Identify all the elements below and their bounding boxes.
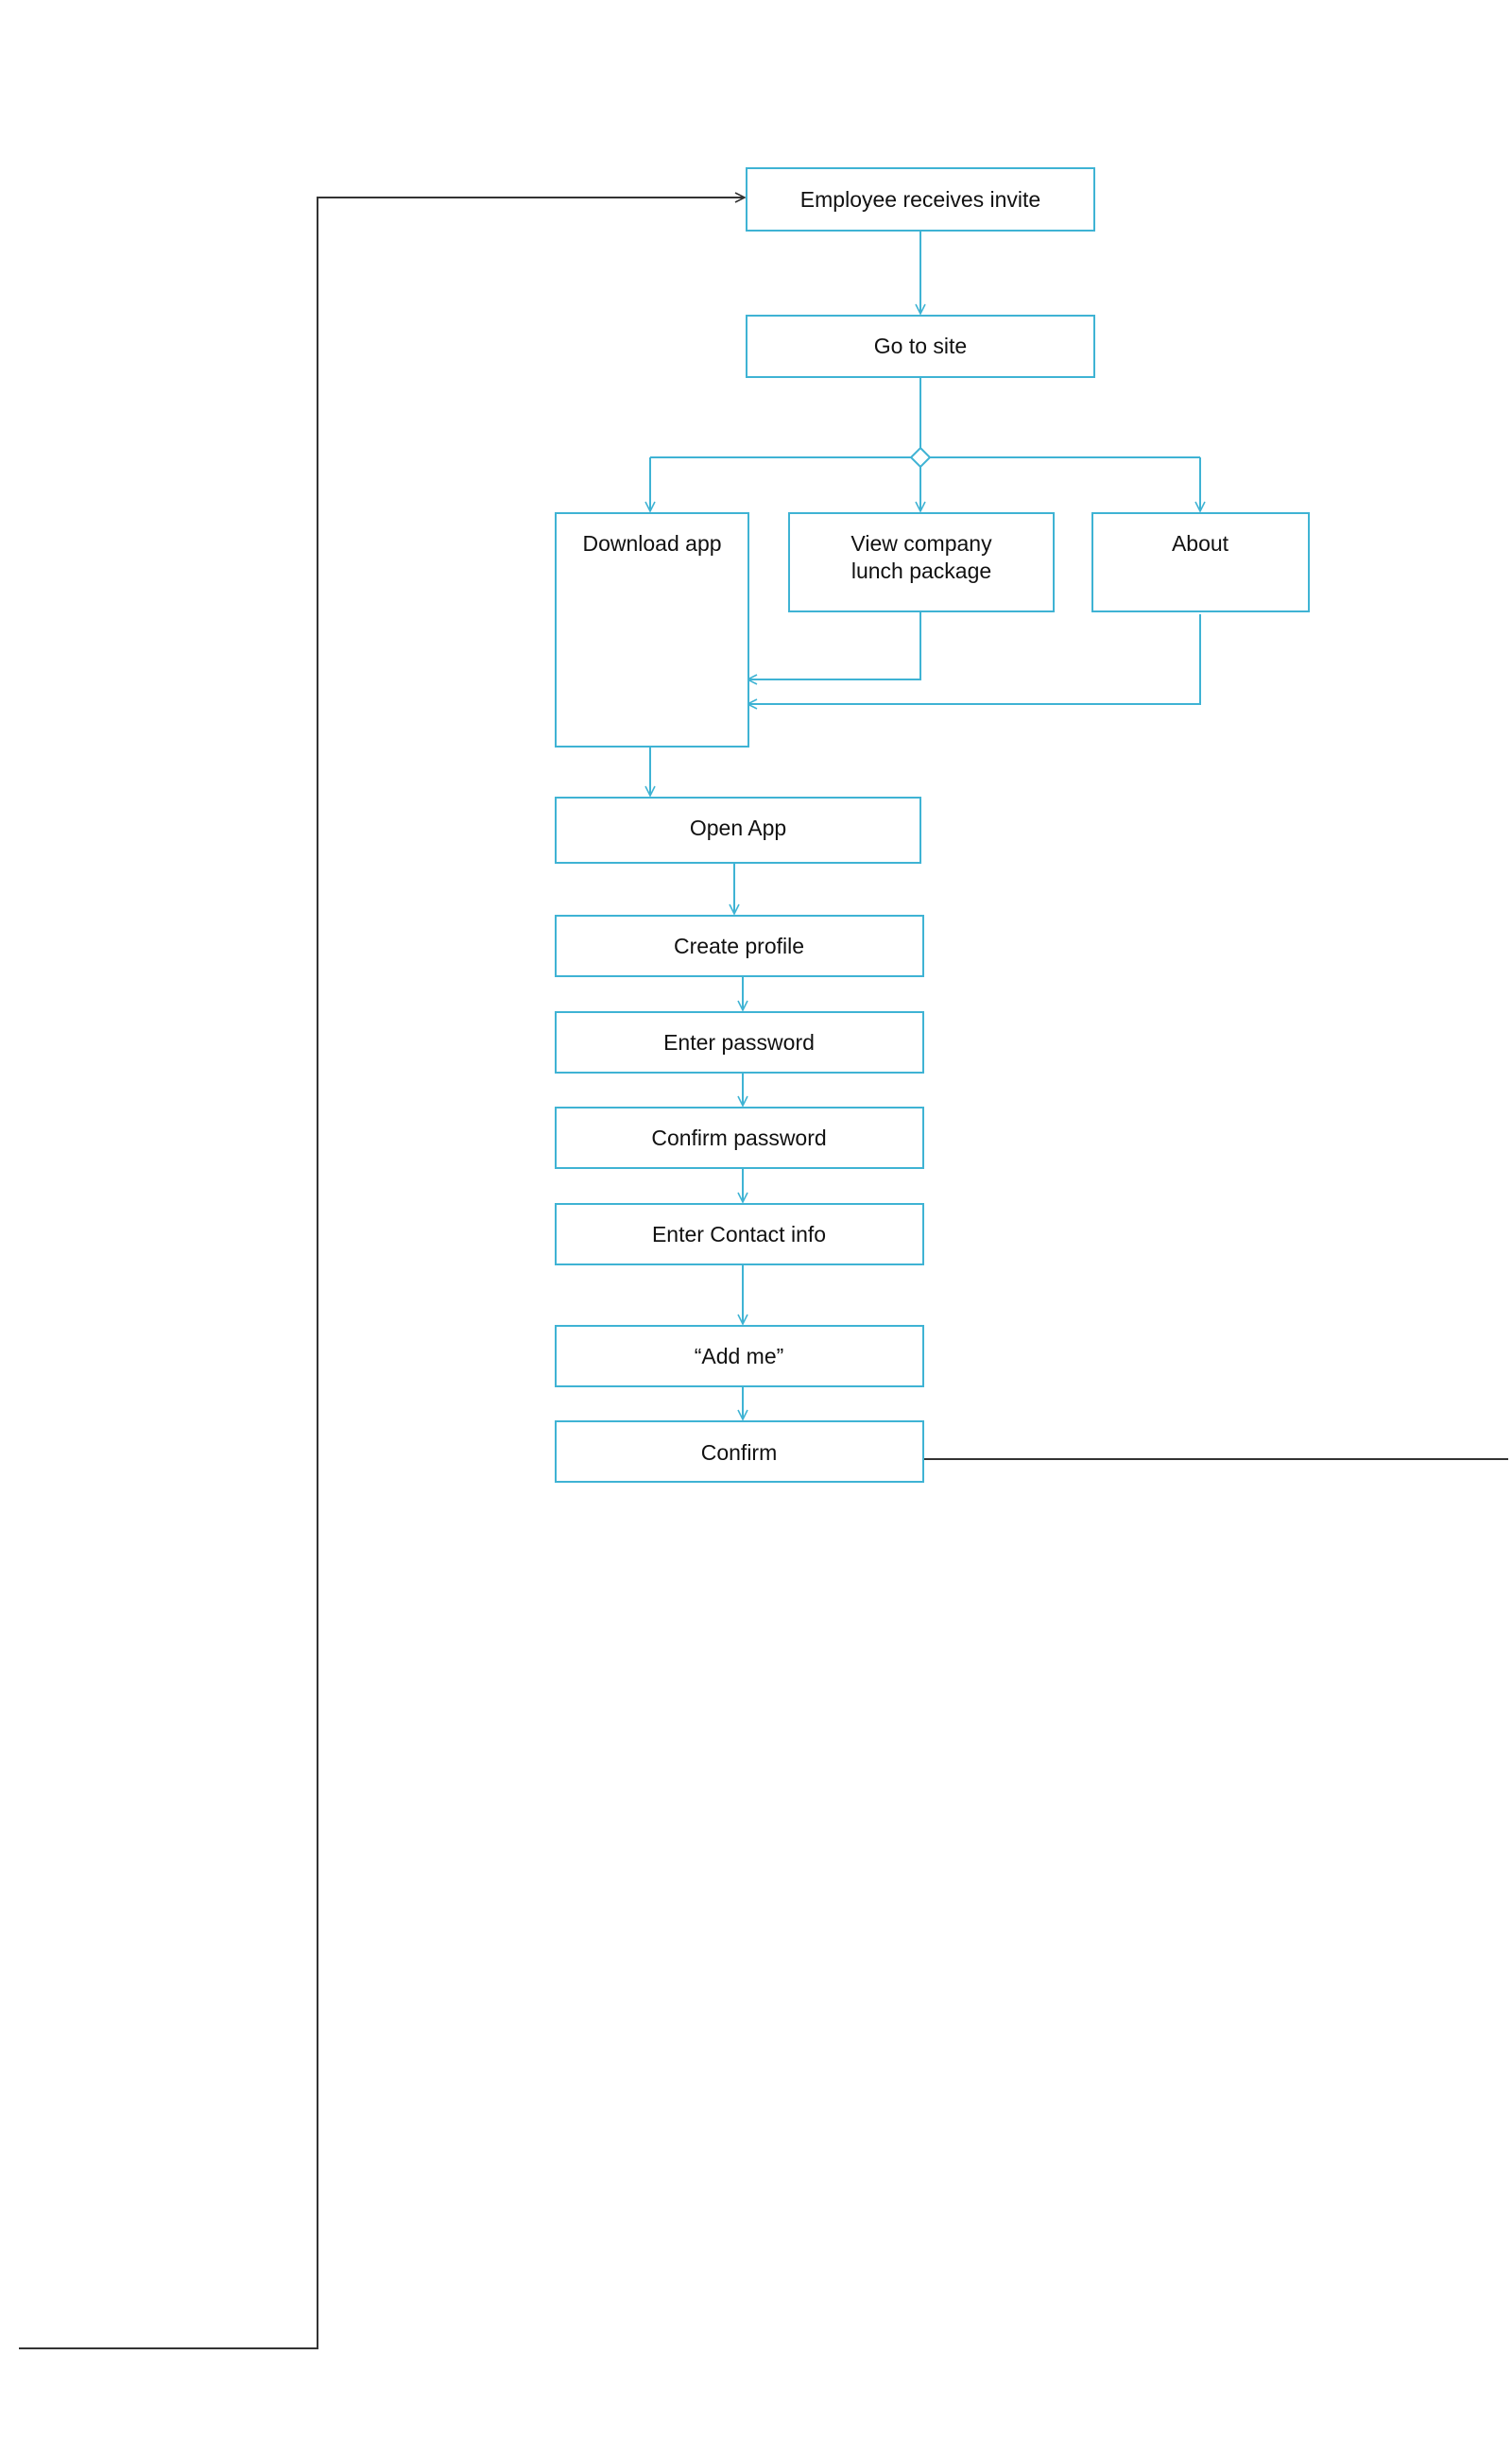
- node-confirm-password: Confirm password: [555, 1107, 924, 1169]
- node-label-line-2: lunch package: [851, 559, 991, 583]
- node-go-to-site: Go to site: [746, 315, 1095, 378]
- node-about: About: [1091, 512, 1310, 612]
- node-label: About: [1172, 531, 1229, 556]
- node-confirm: Confirm: [555, 1420, 924, 1483]
- node-label: Go to site: [874, 334, 967, 358]
- node-download-app: Download app: [555, 512, 749, 748]
- node-label: Open App: [690, 816, 786, 840]
- node-open-app: Open App: [555, 797, 921, 864]
- node-enter-contact-info: Enter Contact info: [555, 1203, 924, 1265]
- node-label: Confirm password: [651, 1126, 826, 1150]
- node-view-company-lunch-package: View company lunch package: [788, 512, 1055, 612]
- node-label: Download app: [582, 531, 721, 556]
- node-label: Enter Contact info: [652, 1222, 826, 1246]
- node-label: Enter password: [663, 1030, 815, 1055]
- node-label: Create profile: [674, 934, 804, 958]
- node-employee-receives-invite: Employee receives invite: [746, 167, 1095, 232]
- node-create-profile: Create profile: [555, 915, 924, 977]
- node-add-me: “Add me”: [555, 1325, 924, 1387]
- node-label: “Add me”: [695, 1344, 784, 1368]
- node-enter-password: Enter password: [555, 1011, 924, 1074]
- node-label-line-1: View company: [850, 531, 992, 556]
- flow-connectors: [650, 232, 1200, 1419]
- decision-diamond: [909, 446, 932, 469]
- node-label: Employee receives invite: [800, 187, 1040, 212]
- node-label: Confirm: [701, 1440, 778, 1465]
- return-loop-connector: [19, 198, 1508, 2349]
